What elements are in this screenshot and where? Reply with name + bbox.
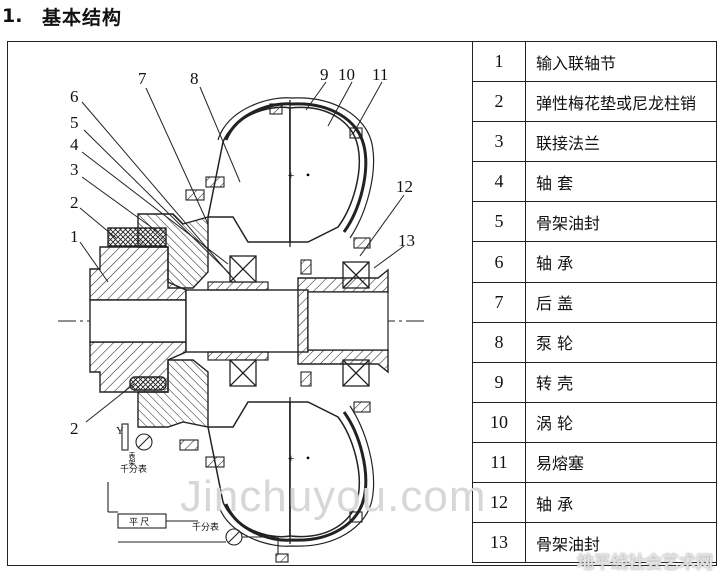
callout-3: 3: [70, 160, 79, 179]
legend-number: 9: [472, 361, 526, 403]
svg-text:+: +: [288, 168, 295, 182]
dial-gauge-1-label: 千分表: [120, 463, 147, 474]
watermark: Jinchuyou.com: [180, 472, 487, 521]
callout-1: 1: [70, 227, 79, 246]
working-chamber-lower: [207, 397, 375, 547]
callout-9: 9: [320, 65, 329, 84]
legend-label: 轴 承: [525, 482, 717, 524]
ruler-label: 平 尺: [129, 517, 149, 527]
legend-label: 输入联轴节: [525, 40, 717, 83]
callout-12: 12: [396, 177, 413, 196]
section-title: 基本结构: [42, 6, 123, 29]
dial-gauge-2-label: 千分表: [192, 521, 219, 532]
legend-number: 10: [472, 401, 526, 443]
legend-number: 13: [472, 522, 526, 564]
legend-number: 12: [472, 482, 526, 524]
dial-gauge-1: [135, 433, 153, 451]
legend-label: 联接法兰: [525, 121, 717, 163]
legend-number: 6: [472, 241, 526, 283]
callout-7: 7: [138, 69, 147, 88]
leader-lines: [79, 81, 405, 423]
section-number: 1.: [2, 5, 23, 27]
legend-number: 1: [472, 40, 526, 83]
working-chamber-upper: [207, 97, 375, 247]
callout-13: 13: [398, 231, 415, 250]
legend-label: 轴 套: [525, 161, 717, 203]
bearing-left: [229, 255, 257, 387]
callout-numbers: 1 2 3 4 5 6 7 8 9 10 11 12 13 2: [70, 65, 415, 438]
svg-text:•: •: [306, 451, 310, 465]
legend-number: 4: [472, 161, 526, 203]
y-label: Y: [116, 425, 124, 437]
shaft: [185, 289, 309, 353]
callout-8: 8: [190, 69, 199, 88]
section-heading: 1. 基本结构: [2, 0, 122, 32]
legend-label: 骨架油封: [525, 522, 717, 564]
legend-number: 2: [472, 81, 526, 123]
legend-label: 轴 承: [525, 241, 717, 283]
legend-label: 后 盖: [525, 281, 717, 323]
legend-number: 3: [472, 121, 526, 163]
legend-label: 涡 轮: [525, 401, 717, 443]
legend-label: 转 壳: [525, 361, 717, 403]
svg-text:+: +: [288, 451, 295, 465]
legend-number: 5: [472, 201, 526, 243]
connecting-flange: [137, 213, 209, 289]
callout-11: 11: [372, 65, 388, 84]
measuring-setup: Y 表架 千分表 平 尺 千分表: [107, 423, 279, 554]
coupling-cross-section-diagram: + • + • 1 2 3 4 5 6 7 8 9 10 11 12 13 2: [58, 65, 428, 563]
callout-2: 2: [70, 193, 79, 212]
legend-label: 泵 轮: [525, 321, 717, 363]
callout-4: 4: [70, 135, 79, 154]
drawing-frame: [7, 41, 717, 566]
callout-5: 5: [70, 113, 79, 132]
callout-2b: 2: [70, 419, 79, 438]
legend-label: 易熔塞: [525, 441, 717, 484]
callout-10: 10: [338, 65, 355, 84]
legend-label: 骨架油封: [525, 201, 717, 243]
legend-number: 8: [472, 321, 526, 363]
elastic-element-lower: [129, 376, 167, 391]
gauge-stand-label: 表架: [128, 451, 136, 467]
callout-6: 6: [70, 87, 79, 106]
legend-number: 7: [472, 281, 526, 323]
svg-text:•: •: [306, 168, 310, 182]
watermark-corner: 地平线社会艺术网: [577, 553, 713, 573]
legend-label: 弹性梅花垫或尼龙柱销: [525, 81, 717, 123]
